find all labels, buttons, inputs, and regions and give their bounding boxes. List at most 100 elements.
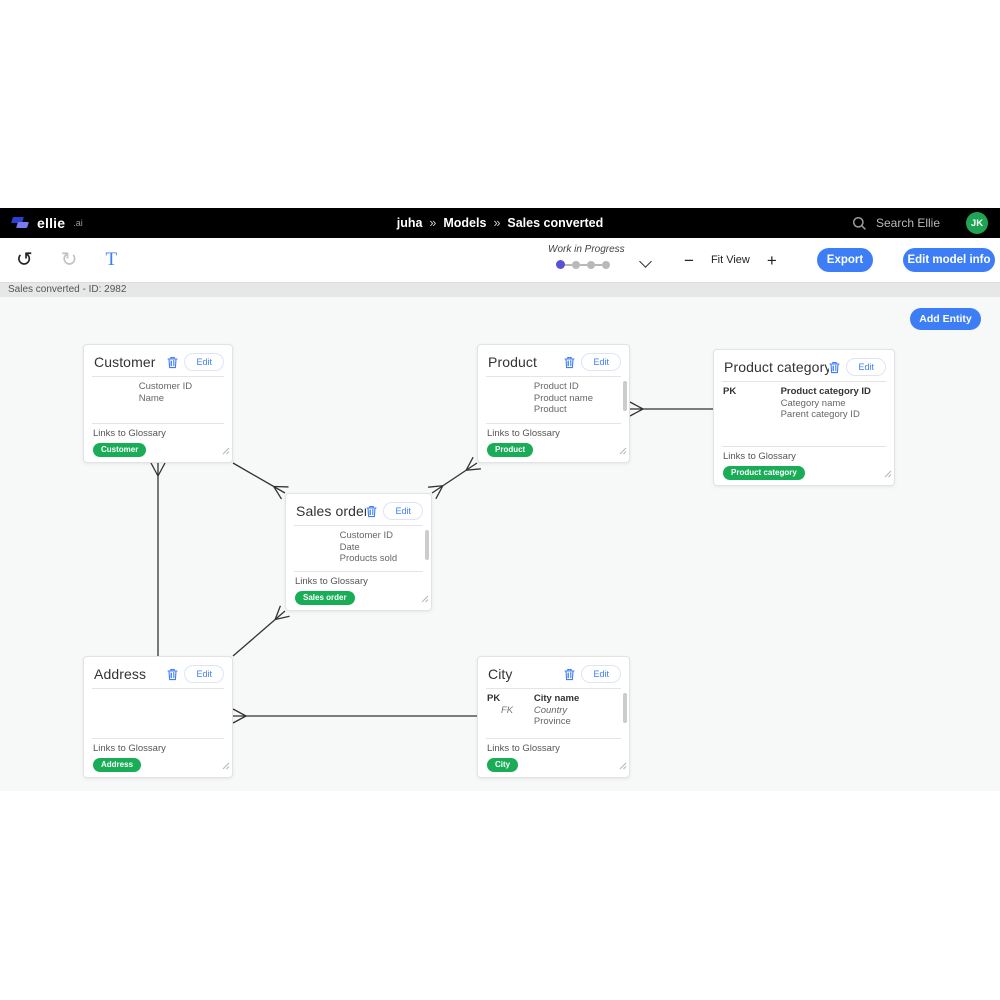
relationship-product-sales-order[interactable]: [428, 456, 481, 500]
edit-entity-button[interactable]: Edit: [383, 502, 423, 520]
add-entity-button[interactable]: Add Entity: [910, 308, 981, 330]
entity-attributes: [84, 689, 232, 738]
attribute-row[interactable]: Product ID: [478, 381, 629, 393]
edit-model-info-button[interactable]: Edit model info: [903, 248, 995, 272]
search-ellie[interactable]: Search Ellie: [852, 216, 940, 231]
attribute-row[interactable]: Parent category ID: [714, 409, 894, 421]
attributes-scrollbar[interactable]: [623, 381, 627, 411]
relationship-address-sales-order[interactable]: [232, 605, 290, 657]
attribute-row[interactable]: Province: [478, 716, 629, 728]
attribute-key: [286, 542, 340, 554]
entity-footer: Links to Glossary Product category: [714, 447, 894, 486]
attribute-name: Category name: [780, 397, 846, 409]
relationship-city-address[interactable]: [232, 708, 477, 724]
attribute-row[interactable]: FK Country: [478, 705, 629, 717]
delete-entity-button[interactable]: [564, 356, 576, 369]
entity-divider: [92, 422, 224, 424]
user-avatar[interactable]: JK: [966, 212, 988, 234]
entity-header: Product category Edit: [714, 350, 894, 381]
edit-entity-button[interactable]: Edit: [184, 353, 224, 371]
attributes-scrollbar[interactable]: [425, 530, 429, 560]
attribute-name: City name: [533, 693, 580, 704]
workflow-status[interactable]: Work in Progress: [548, 244, 625, 269]
links-to-glossary-label: Links to Glossary: [93, 427, 166, 439]
entity-footer: Links to Glossary Address: [84, 739, 232, 778]
attributes-scrollbar[interactable]: [623, 693, 627, 723]
entity-divider: [294, 525, 423, 526]
breadcrumb-item[interactable]: Sales converted: [507, 216, 604, 230]
resize-handle[interactable]: [884, 465, 892, 483]
attribute-row[interactable]: Product name: [478, 393, 629, 405]
delete-entity-button[interactable]: [829, 361, 841, 374]
attribute-row[interactable]: Name: [84, 393, 232, 405]
breadcrumb-item[interactable]: juha: [396, 216, 423, 230]
attribute-key: [286, 530, 340, 542]
zoom-in-button[interactable]: +: [766, 250, 777, 270]
trash-icon: [167, 668, 179, 680]
glossary-tag[interactable]: City: [487, 757, 519, 772]
fit-view-button[interactable]: Fit View: [710, 254, 750, 266]
attribute-row[interactable]: Category name: [714, 398, 894, 410]
resize-handle[interactable]: [222, 757, 230, 775]
diagram-canvas[interactable]: Add Entity Customer Edit Customer ID Nam…: [0, 297, 1000, 791]
attribute-name: Products sold: [339, 553, 398, 564]
attribute-row[interactable]: PK City name: [478, 693, 629, 705]
breadcrumb-item[interactable]: Models: [443, 216, 487, 230]
resize-handle[interactable]: [421, 590, 429, 608]
attribute-key: [478, 381, 534, 393]
edit-entity-button[interactable]: Edit: [581, 665, 621, 683]
relationship-customer-sales-order[interactable]: [232, 462, 289, 500]
entity-title: City: [488, 666, 513, 682]
status-step-dot[interactable]: [556, 260, 565, 269]
glossary-tag[interactable]: Sales order: [295, 590, 355, 605]
resize-handle[interactable]: [619, 757, 627, 775]
entity-card-product-category[interactable]: Product category Edit PK Product categor…: [713, 349, 895, 486]
resize-handle[interactable]: [619, 442, 627, 460]
delete-entity-button[interactable]: [366, 505, 378, 518]
edit-entity-button[interactable]: Edit: [581, 353, 621, 371]
status-step-dot[interactable]: [572, 260, 580, 269]
export-button[interactable]: Export: [817, 248, 873, 272]
entity-card-sales-order[interactable]: Sales order Edit Customer ID Date Produc…: [285, 493, 432, 611]
entity-card-city[interactable]: City Edit PK City name FK Country Provin…: [477, 656, 630, 778]
entity-footer: Links to Glossary Sales order: [286, 572, 431, 611]
delete-entity-button[interactable]: [564, 668, 576, 681]
glossary-tag[interactable]: Product: [487, 442, 534, 457]
text-tool-icon[interactable]: T: [105, 249, 118, 270]
links-to-glossary-label: Links to Glossary: [295, 575, 368, 587]
entity-title: Product category: [724, 359, 830, 375]
status-step-dot[interactable]: [602, 260, 610, 269]
search-label: Search Ellie: [875, 216, 940, 230]
edit-entity-button[interactable]: Edit: [184, 665, 224, 683]
attribute-row[interactable]: PK Product category ID: [714, 386, 894, 398]
attribute-row[interactable]: Customer ID: [84, 381, 232, 393]
entity-card-address[interactable]: Address Edit Links to Glossary Address: [83, 656, 233, 778]
entity-divider: [722, 445, 886, 447]
relationship-product-category-product[interactable]: [629, 401, 713, 417]
links-to-glossary-label: Links to Glossary: [487, 427, 560, 439]
edit-entity-button[interactable]: Edit: [846, 358, 886, 376]
redo-icon[interactable]: ↻: [60, 249, 78, 271]
attribute-row[interactable]: Customer ID: [286, 530, 431, 542]
status-step-connector: [580, 263, 587, 266]
model-toolbar: ↺ ↻ T Work in Progress − Fit View + Expo…: [0, 238, 1000, 282]
attribute-key: [478, 393, 534, 405]
resize-handle[interactable]: [222, 442, 230, 460]
chevron-down-icon[interactable]: [639, 255, 652, 268]
glossary-tag[interactable]: Address: [93, 757, 142, 772]
attribute-row[interactable]: Product: [478, 404, 629, 416]
attribute-row[interactable]: Products sold: [286, 553, 431, 565]
glossary-tag[interactable]: Product category: [723, 465, 805, 480]
glossary-tag[interactable]: Customer: [93, 442, 147, 457]
status-step-dot[interactable]: [587, 260, 595, 269]
attribute-row[interactable]: Date: [286, 542, 431, 554]
ellie-logo[interactable]: ellie.ai: [11, 215, 83, 231]
ellie-app-window: ellie.ai juha»Models»Sales converted Sea…: [0, 208, 1000, 791]
zoom-out-button[interactable]: −: [684, 250, 694, 270]
relationship-address-customer[interactable]: [150, 462, 166, 656]
delete-entity-button[interactable]: [167, 668, 179, 681]
entity-card-product[interactable]: Product Edit Product ID Product name Pro…: [477, 344, 630, 463]
entity-card-customer[interactable]: Customer Edit Customer ID Name Links to …: [83, 344, 233, 463]
undo-icon[interactable]: ↺: [16, 249, 33, 271]
delete-entity-button[interactable]: [167, 356, 179, 369]
